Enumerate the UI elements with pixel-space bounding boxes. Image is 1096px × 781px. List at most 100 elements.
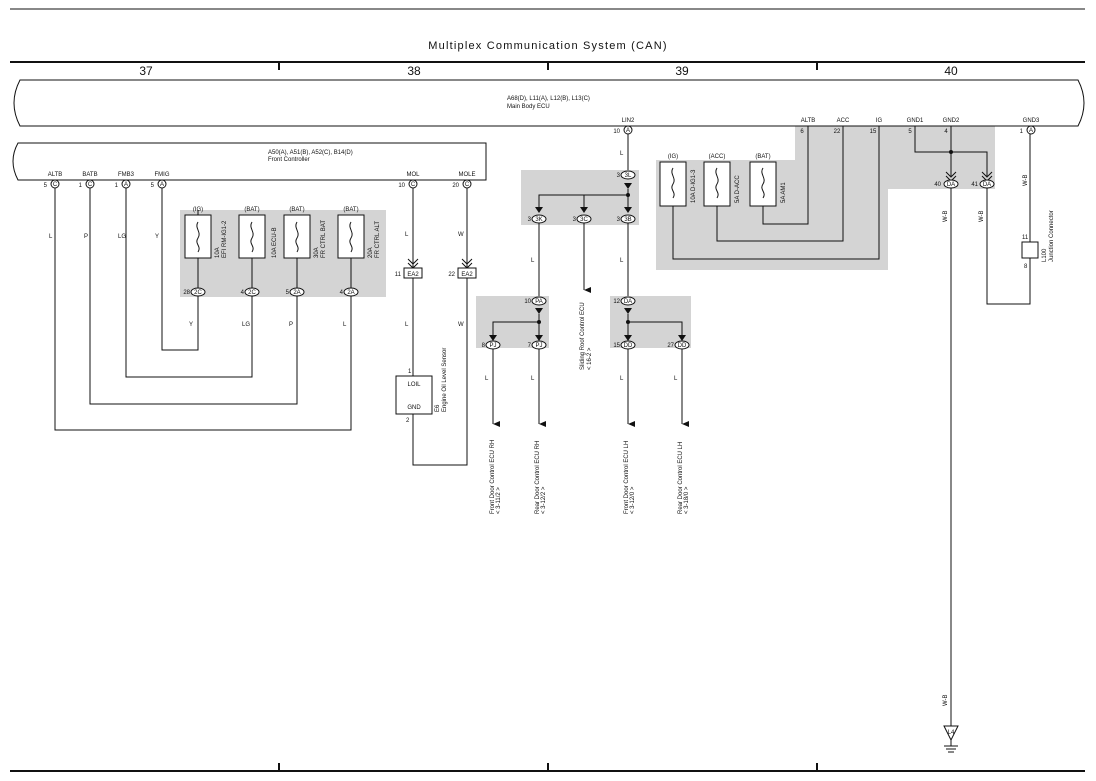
terminal-label: LIN2 xyxy=(622,118,635,124)
pin-number: 22 xyxy=(834,129,841,135)
wire-color-label: L xyxy=(531,376,535,382)
destination-label: Front Door Control ECU LH xyxy=(624,441,630,514)
fuse-rating: 20A xyxy=(368,247,374,258)
pin-number: 3 xyxy=(528,217,532,223)
pin-number: 2 xyxy=(406,418,410,424)
pin-number: 5 xyxy=(908,129,912,135)
oil-sensor-circuit: L W EA2 11 EA2 22 L W LOIL GND 1 2 E6 En… xyxy=(395,188,477,466)
junction-connector xyxy=(1021,241,1039,259)
wire-color-label: P xyxy=(289,322,293,328)
connector-oval xyxy=(620,170,636,180)
terminal-label: GND1 xyxy=(907,118,924,124)
pin-number: 3 xyxy=(573,217,577,223)
ground-connector xyxy=(943,725,959,742)
pin-number: 3 xyxy=(617,217,621,223)
terminal-label: ACC xyxy=(837,118,850,124)
pin-number: 5 xyxy=(286,290,290,296)
destination-label: Sliding Roof Control ECU xyxy=(580,302,586,370)
pin-number: 20 xyxy=(452,183,459,189)
wire-color-label: W-B xyxy=(1023,174,1029,186)
connector-letter: 3K xyxy=(535,217,542,223)
connector-label: EA2 xyxy=(407,272,419,278)
page-frame xyxy=(10,8,1085,772)
connector-letter: PA xyxy=(535,299,543,305)
connector-letter: 2C xyxy=(248,290,256,296)
wire-color-label: Y xyxy=(155,234,159,240)
main-body-ecu: A68(D), L11(A), L12(B), L13(C) Main Body… xyxy=(13,79,1085,127)
wire-color-label: L xyxy=(674,376,678,382)
terminal-label: IG xyxy=(876,118,883,124)
connector-letter: A xyxy=(124,182,128,188)
wire-color-label: L xyxy=(405,232,409,238)
connector-letter: A xyxy=(626,128,630,134)
pin-number: 1 xyxy=(1020,129,1024,135)
mbe-fuse-block: (IG) 10A D-IG1-3 (ACC) 5A D-ACC (BAT) 5A… xyxy=(659,126,880,260)
fuse-state: (BAT) xyxy=(343,207,358,213)
wire-color-label: LG xyxy=(118,234,126,240)
column-number: 38 xyxy=(407,64,421,78)
connector-letter: DD xyxy=(624,343,633,349)
connector-letter: C xyxy=(53,182,58,188)
wire-color-label: W xyxy=(458,322,464,328)
destination-ref: < 3-12/0 > xyxy=(630,486,636,514)
destination-label: Rear Door Control ECU RH xyxy=(535,441,541,514)
connector-letter: 2A xyxy=(347,290,354,296)
sensor-name: Engine Oil Level Sensor xyxy=(442,348,448,412)
fuse-state: (IG) xyxy=(668,154,678,160)
connector-letter: 3B xyxy=(624,217,631,223)
lin2-bus: L 3 3L 3 3K 3 3C 3 3B Sliding Roof Contr… xyxy=(482,134,690,514)
wire-color-label: L xyxy=(343,322,347,328)
terminal-label: MOLE xyxy=(458,172,475,178)
destination-ref: < 3-18/0 > xyxy=(684,486,690,514)
main-body-ecu-name: Main Body ECU xyxy=(507,104,550,110)
wire-color-label: L xyxy=(531,258,535,264)
connector-letter: C xyxy=(465,182,470,188)
pin-number: 11 xyxy=(395,272,402,278)
terminal-label: GND2 xyxy=(943,118,960,124)
front-controller-code: A50(A), A51(B), A52(C), B14(D) xyxy=(268,150,353,156)
destination-ref: < 16-2 > xyxy=(587,347,593,370)
pin-number: 10 xyxy=(613,129,620,135)
sensor-code: E6 xyxy=(435,404,441,412)
fuse-state: (ACC) xyxy=(709,154,726,160)
connector-oval xyxy=(620,296,636,306)
wire-color-label: P xyxy=(84,234,88,240)
fuse-name: FR CTRL ALT xyxy=(375,221,381,258)
connector-circle xyxy=(1026,125,1036,135)
mbe-terminals: LIN2 10 A ALTB 6 ACC 22 IG 15 GND1 5 GND… xyxy=(613,118,1040,135)
destination-label: Rear Door Control ECU LH xyxy=(678,442,684,514)
wire-color-label: W-B xyxy=(979,210,985,222)
ground-circuit: 40 DA 41 DA W-B W-B L4 W-B W-B 11 8 L100… xyxy=(914,126,1055,753)
pin-number: 40 xyxy=(934,182,941,188)
pin-number: 11 xyxy=(1022,235,1029,241)
pin-number: 5 xyxy=(151,183,155,189)
pin-number: 7 xyxy=(528,343,532,349)
terminal-label: GND3 xyxy=(1023,118,1040,124)
fuse-state: (BAT) xyxy=(755,154,770,160)
ground-label: L4 xyxy=(948,730,955,736)
pin-number: 5 xyxy=(44,183,48,189)
fuse-label: 10A D-IG1-3 xyxy=(691,169,697,203)
connector-letter: A xyxy=(160,182,164,188)
wire-color-label: L xyxy=(620,151,624,157)
connector-letter: PJ xyxy=(535,343,542,349)
fc-wires: L P LG Y Y LG P L xyxy=(49,188,352,431)
terminal-label: MOL xyxy=(406,172,420,178)
junction-code: L100 xyxy=(1042,248,1048,262)
wire-color-label: W xyxy=(458,232,464,238)
connector-letter: PJ xyxy=(489,343,496,349)
wire-color-label: L xyxy=(485,376,489,382)
connector-oval xyxy=(531,296,547,306)
connector-letter: DA xyxy=(983,182,991,188)
terminal-label: FMIG xyxy=(155,172,170,178)
terminal-label: ALTB xyxy=(801,118,816,124)
pin-number: 4 xyxy=(340,290,344,296)
wire-color-label: L xyxy=(620,258,624,264)
connector-letter: 3L xyxy=(625,173,632,179)
pin-number: 8 xyxy=(1024,264,1028,270)
wire-color-label: Y xyxy=(189,322,193,328)
main-body-ecu-code: A68(D), L11(A), L12(B), L13(C) xyxy=(507,96,590,102)
junction-name: Junction Connector xyxy=(1049,210,1055,262)
wire-color-label: L xyxy=(405,322,409,328)
